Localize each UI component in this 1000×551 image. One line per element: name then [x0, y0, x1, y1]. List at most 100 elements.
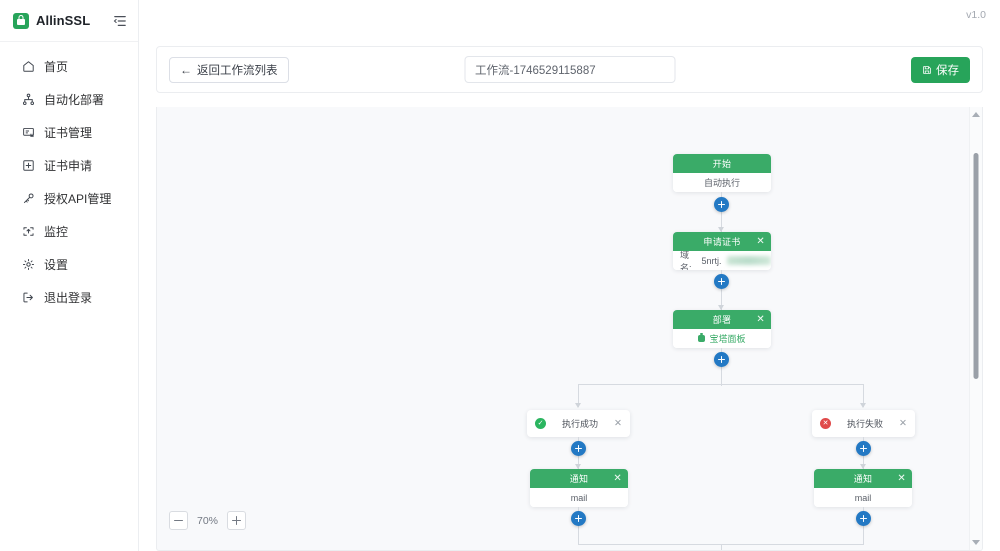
- check-circle-icon: ✓: [535, 418, 546, 429]
- node-start-body-text: 自动执行: [703, 178, 740, 188]
- scroll-down-arrow-icon[interactable]: [972, 540, 980, 545]
- sidebar-item-label: 首页: [44, 59, 69, 74]
- node-apply-body-prefix: 域名:: [680, 249, 692, 271]
- logout-icon: [21, 291, 35, 305]
- branch-left-arrow: [574, 403, 581, 408]
- sidebar-item-cert-manage[interactable]: 证书管理: [0, 116, 138, 149]
- close-icon[interactable]: ✕: [613, 472, 622, 484]
- node-apply-header: 申请证书 ✕: [673, 232, 771, 251]
- connector-arrow: [574, 464, 581, 469]
- save-button[interactable]: 保存: [911, 56, 970, 83]
- connector-arrow: [717, 227, 724, 232]
- main-area: v1.0 ← 返回工作流列表 保存: [139, 0, 1000, 551]
- sitemap-icon: [21, 93, 35, 107]
- branch-right-arrow: [859, 403, 866, 408]
- scrollbar-thumb[interactable]: [973, 153, 979, 379]
- node-apply-body: 域名: 5nrtj.: [673, 249, 771, 271]
- node-notify-right-title: 通知: [853, 474, 873, 484]
- sidebar-item-label: 自动化部署: [44, 92, 105, 107]
- sidebar-item-home[interactable]: 首页: [0, 50, 138, 83]
- home-icon: [21, 60, 35, 74]
- node-notify-left-title: 通知: [569, 474, 589, 484]
- sidebar-item-label: 证书申请: [44, 158, 93, 173]
- close-icon[interactable]: ✕: [614, 418, 622, 429]
- node-deploy-header: 部署 ✕: [673, 310, 771, 329]
- add-node-button-right-2[interactable]: [856, 511, 871, 526]
- node-notify-right-body: mail: [814, 488, 912, 507]
- plus-square-icon: [21, 159, 35, 173]
- close-icon[interactable]: ✕: [756, 235, 765, 247]
- version-label: v1.0: [966, 9, 986, 21]
- zoom-controls: 70%: [169, 511, 247, 530]
- connector-arrow: [859, 464, 866, 469]
- plus-icon-vertical: [235, 516, 238, 525]
- node-apply-certificate[interactable]: 申请证书 ✕ 域名: 5nrtj.: [673, 232, 771, 270]
- save-button-label: 保存: [936, 64, 959, 77]
- sidebar-item-settings[interactable]: 设置: [0, 248, 138, 281]
- add-node-button-left-2[interactable]: [571, 511, 586, 526]
- connector-arrow: [717, 305, 724, 310]
- sidebar-item-label: 监控: [44, 224, 69, 239]
- menu-collapse-icon[interactable]: [112, 13, 128, 29]
- workflow-name-input[interactable]: [464, 56, 675, 83]
- sidebar-item-api-auth[interactable]: 授权API管理: [0, 182, 138, 215]
- sidebar-nav: 首页 自动化部署 证书管理: [0, 42, 138, 314]
- node-deploy-title: 部署: [712, 315, 732, 325]
- node-notify-right[interactable]: 通知 ✕ mail: [814, 469, 912, 507]
- sidebar-item-logout[interactable]: 退出登录: [0, 281, 138, 314]
- node-branch-fail-label: 执行失败: [847, 419, 884, 429]
- close-icon[interactable]: ✕: [756, 313, 765, 325]
- bt-panel-icon: [698, 333, 706, 342]
- merge-trunk-line: [721, 544, 722, 550]
- minus-icon: [174, 519, 183, 522]
- arrow-left-icon: ←: [180, 62, 192, 77]
- node-notify-left-body-text: mail: [570, 492, 588, 503]
- node-branch-fail[interactable]: ✕ 执行失败 ✕: [812, 410, 915, 437]
- add-node-button-1[interactable]: [714, 197, 729, 212]
- node-notify-left[interactable]: 通知 ✕ mail: [530, 469, 628, 507]
- node-notify-right-header: 通知 ✕: [814, 469, 912, 488]
- monitor-icon: [21, 225, 35, 239]
- add-node-button-left[interactable]: [571, 441, 586, 456]
- add-node-button-right[interactable]: [856, 441, 871, 456]
- brand-name: AllinSSL: [36, 13, 91, 28]
- sidebar-item-cert-apply[interactable]: 证书申请: [0, 149, 138, 182]
- add-node-button-2[interactable]: [714, 274, 729, 289]
- zoom-out-button[interactable]: [169, 511, 188, 530]
- lock-logo-icon: [13, 12, 29, 29]
- node-start-body: 自动执行: [673, 173, 771, 192]
- content-area: ← 返回工作流列表 保存: [139, 33, 1000, 551]
- zoom-in-button[interactable]: [227, 511, 247, 530]
- node-notify-left-body: mail: [530, 488, 628, 507]
- sidebar-item-label: 授权API管理: [44, 191, 112, 206]
- gear-icon: [21, 258, 35, 272]
- node-start-title: 开始: [712, 159, 732, 169]
- sidebar-brand: AllinSSL: [0, 0, 138, 42]
- node-notify-left-header: 通知 ✕: [530, 469, 628, 488]
- sidebar-item-label: 证书管理: [44, 125, 93, 140]
- close-icon[interactable]: ✕: [897, 472, 906, 484]
- sidebar-item-auto-deploy[interactable]: 自动化部署: [0, 83, 138, 116]
- canvas-scrollbar[interactable]: [969, 107, 982, 550]
- back-to-workflow-list-button[interactable]: ← 返回工作流列表: [169, 56, 289, 83]
- close-icon[interactable]: ✕: [899, 418, 907, 429]
- node-branch-success[interactable]: ✓ 执行成功 ✕: [527, 410, 630, 437]
- save-icon: [922, 65, 932, 75]
- scroll-up-arrow-icon[interactable]: [972, 112, 980, 117]
- zoom-level-label: 70%: [197, 514, 219, 527]
- connector-line: [721, 192, 722, 232]
- node-branch-success-label: 执行成功: [562, 419, 599, 429]
- sidebar-item-label: 退出登录: [44, 290, 93, 305]
- connector-line: [721, 348, 722, 386]
- connector-line: [721, 270, 722, 310]
- node-deploy-body-text: 宝塔面板: [709, 334, 746, 344]
- sidebar-item-monitor[interactable]: 监控: [0, 215, 138, 248]
- workflow-canvas[interactable]: 开始 自动执行 申请证书 ✕: [156, 107, 983, 551]
- node-deploy[interactable]: 部署 ✕ 宝塔面板: [673, 310, 771, 348]
- sidebar-item-label: 设置: [44, 257, 69, 272]
- node-start[interactable]: 开始 自动执行: [673, 154, 771, 192]
- branch-left-line: [578, 384, 579, 407]
- topbar: v1.0: [139, 0, 1000, 33]
- node-start-header: 开始: [673, 154, 771, 173]
- add-node-button-3[interactable]: [714, 352, 729, 367]
